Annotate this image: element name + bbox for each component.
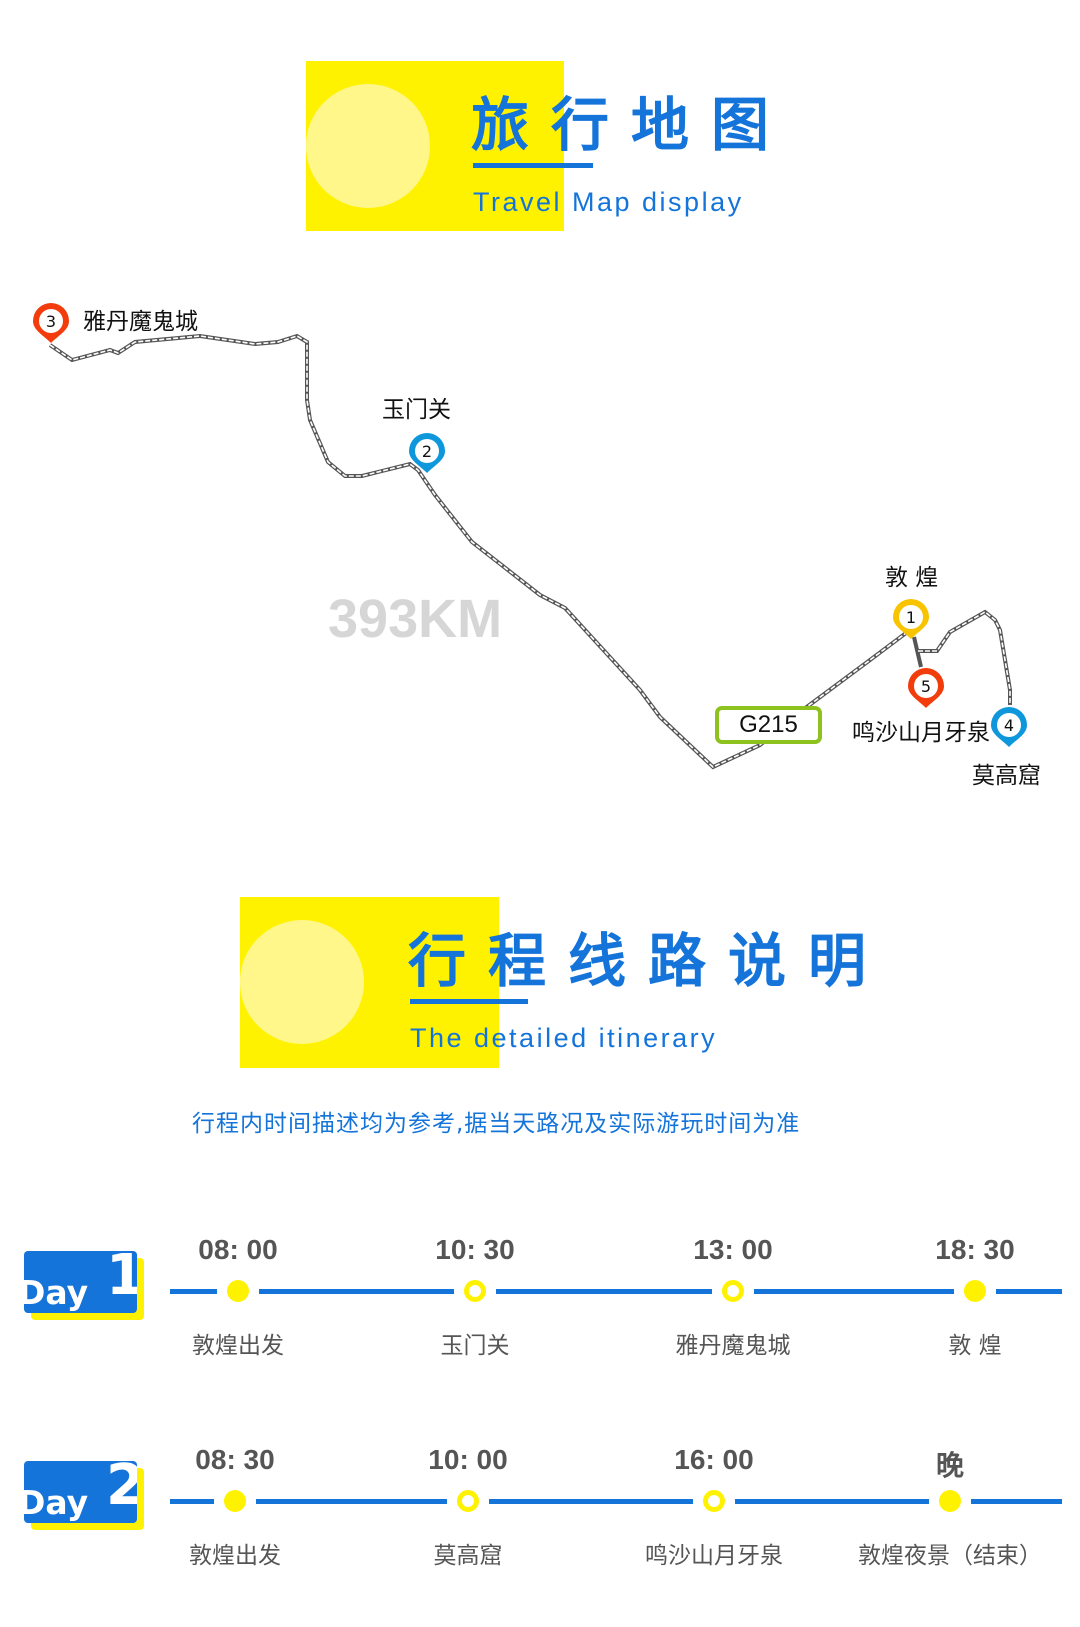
route-map: 1 2 3 4 5 [32,302,1027,770]
marker-label-yadan: 雅丹魔鬼城 [83,309,198,335]
stop-place: 鸣沙山月牙泉 [645,1543,783,1569]
timeline-dot-icon [224,1490,246,1512]
timeline-segment [496,1289,712,1294]
stop-place: 敦煌出发 [189,1543,281,1569]
timeline-dot-icon [722,1280,744,1302]
stop-time: 10: 30 [435,1234,515,1265]
route-line [48,333,1012,770]
timeline-segment [754,1289,954,1294]
timeline-segment [259,1289,454,1294]
stop-time: 18: 30 [935,1234,1015,1265]
timeline-dot-icon [703,1490,725,1512]
page-subtitle: Travel Map display [473,187,744,217]
timeline-dot-icon [457,1490,479,1512]
svg-text:3: 3 [46,312,56,331]
map-pin-1-icon[interactable]: 1 [893,599,929,639]
stop-place: 敦煌夜景（结束） [858,1543,1042,1569]
timeline-segment [170,1499,214,1504]
stop-time: 晚 [935,1450,965,1481]
road-sign-g215: G215 [715,706,822,744]
stop-place: 莫高窟 [433,1543,503,1569]
timeline-segment [971,1499,1062,1504]
stop-time: 10: 00 [428,1444,508,1475]
title-underline [473,163,593,168]
stop-place: 雅丹魔鬼城 [675,1333,791,1359]
timeline-segment [996,1289,1062,1294]
stop-place: 玉门关 [440,1333,510,1359]
svg-text:5: 5 [921,677,931,696]
title-underline [410,999,528,1004]
timeline-dot-icon [964,1280,986,1302]
timeline-dot-icon [464,1280,486,1302]
marker-label-dunhuang: 敦 煌 [885,565,939,591]
map-pin-5-icon[interactable]: 5 [908,668,944,708]
itinerary-note: 行程内时间描述均为参考,据当天路况及实际游玩时间为准 [192,1111,801,1137]
marker-label-yumenguan: 玉门关 [382,397,451,423]
section-title: 行程线路说明 [408,927,889,995]
map-pin-2-icon[interactable]: 2 [409,433,445,473]
stop-time: 13: 00 [693,1234,773,1265]
svg-text:1: 1 [906,608,916,627]
timeline-segment [489,1499,693,1504]
svg-text:4: 4 [1004,716,1014,735]
timeline-segment [735,1499,929,1504]
timeline-dot-icon [227,1280,249,1302]
stop-time: 08: 00 [198,1234,278,1265]
distance-label: 393KM [328,589,503,649]
map-pin-3-icon[interactable]: 3 [32,302,69,343]
svg-text:2: 2 [422,442,432,461]
sun-logo-icon [240,920,364,1044]
map-pin-4-icon[interactable]: 4 [991,707,1027,747]
marker-label-mogao: 莫高窟 [972,763,1041,789]
timeline-dot-icon [939,1490,961,1512]
timeline-segment [256,1499,447,1504]
section-subtitle: The detailed itinerary [410,1023,718,1053]
stop-time: 16: 00 [674,1444,754,1475]
stop-place: 敦煌出发 [192,1333,284,1359]
sun-logo-icon [306,84,430,208]
marker-label-mingsha: 鸣沙山月牙泉 [852,720,990,746]
stop-time: 08: 30 [195,1444,275,1475]
timeline-segment [170,1289,217,1294]
stop-place: 敦 煌 [948,1333,1002,1359]
page-title: 旅行地图 [471,91,792,159]
